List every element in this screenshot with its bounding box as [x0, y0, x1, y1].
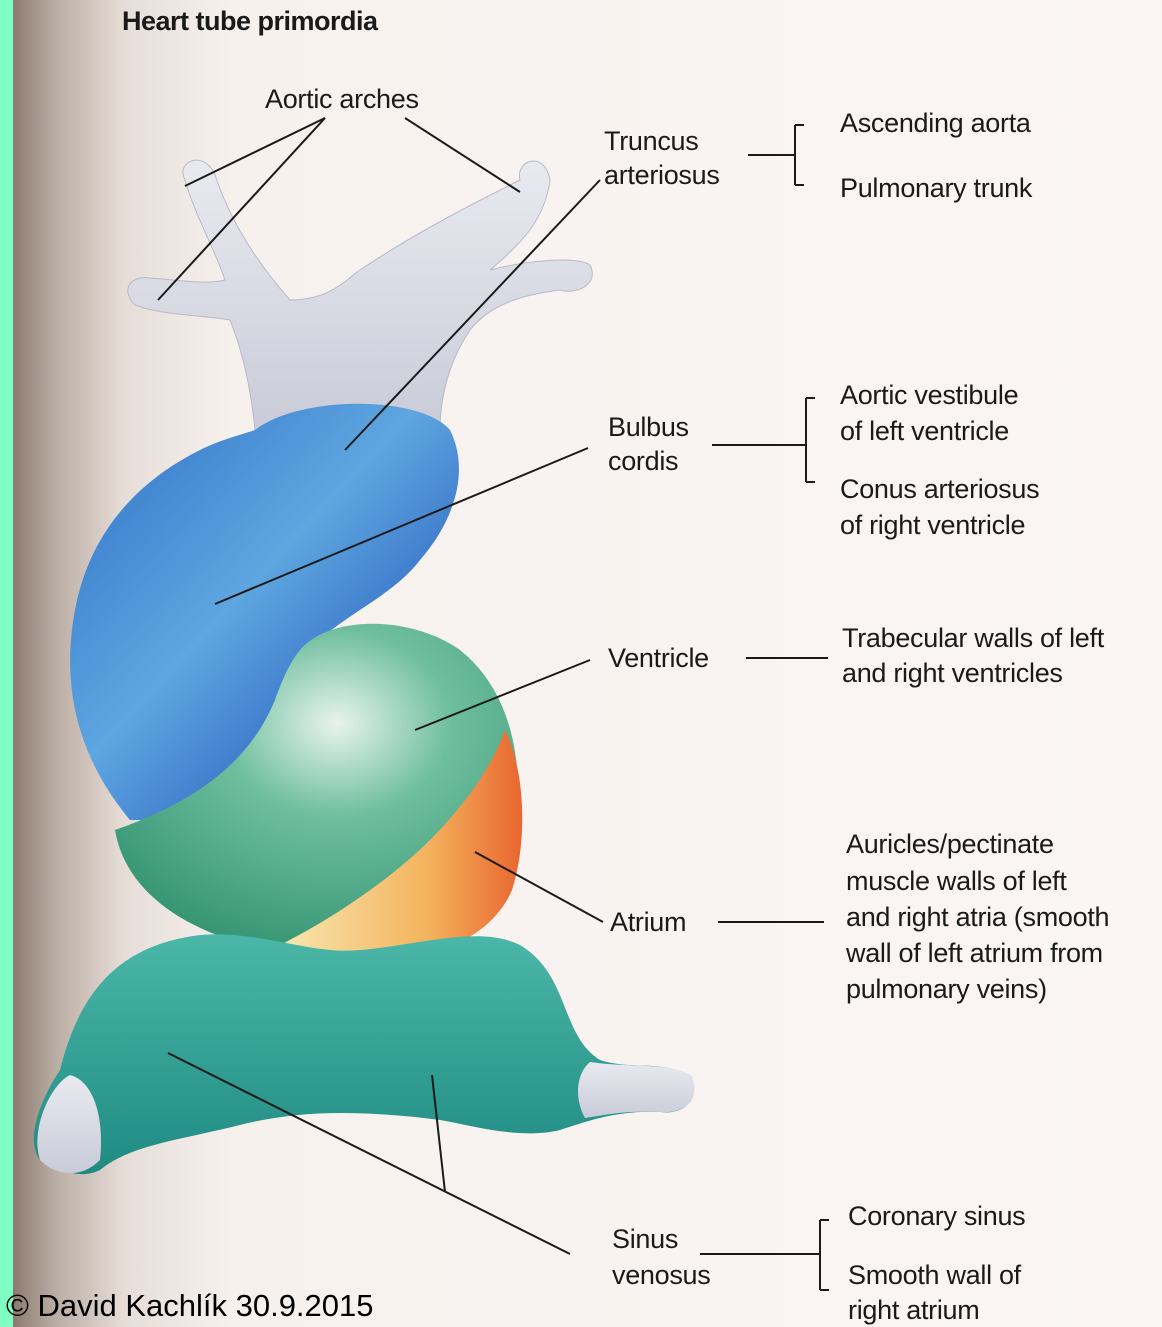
fate-atrium-3: and right atria (smooth: [846, 900, 1109, 934]
fate-conus-1: Conus arteriosus: [840, 472, 1039, 506]
fate-ventricle-2: and right ventricles: [842, 656, 1063, 690]
fate-smooth-wall-1: Smooth wall of: [848, 1258, 1021, 1292]
fate-atrium-5: pulmonary veins): [846, 972, 1047, 1006]
label-aortic-arches: Aortic arches: [265, 82, 419, 116]
label-truncus-2: arteriosus: [604, 158, 720, 192]
fate-ventricle-1: Trabecular walls of left: [842, 621, 1104, 655]
sinus-venosus-shape: [34, 934, 695, 1174]
fate-coronary-sinus: Coronary sinus: [848, 1199, 1025, 1233]
fate-aortic-vestibule-2: of left ventricle: [840, 414, 1009, 448]
label-atrium: Atrium: [610, 905, 686, 939]
fate-atrium-1: Auricles/pectinate: [846, 827, 1054, 861]
label-bulbus-2: cordis: [608, 444, 678, 478]
diagram-title: Heart tube primordia: [122, 6, 378, 37]
fate-atrium-4: wall of left atrium from: [846, 936, 1103, 970]
label-ventricle: Ventricle: [608, 641, 709, 675]
label-sinus-1: Sinus: [612, 1222, 678, 1256]
aortic-arches-shape: [128, 160, 593, 430]
label-bulbus-1: Bulbus: [608, 410, 689, 444]
fate-conus-2: of right ventricle: [840, 508, 1025, 542]
copyright-text: © David Kachlík 30.9.2015: [6, 1288, 374, 1324]
label-sinus-2: venosus: [612, 1258, 710, 1292]
fate-pulmonary-trunk: Pulmonary trunk: [840, 171, 1032, 205]
label-truncus-1: Truncus: [604, 124, 698, 158]
fate-ascending-aorta: Ascending aorta: [840, 106, 1031, 140]
fate-atrium-2: muscle walls of left: [846, 864, 1067, 898]
fate-smooth-wall-2: right atrium: [848, 1293, 979, 1327]
fate-aortic-vestibule-1: Aortic vestibule: [840, 378, 1018, 412]
